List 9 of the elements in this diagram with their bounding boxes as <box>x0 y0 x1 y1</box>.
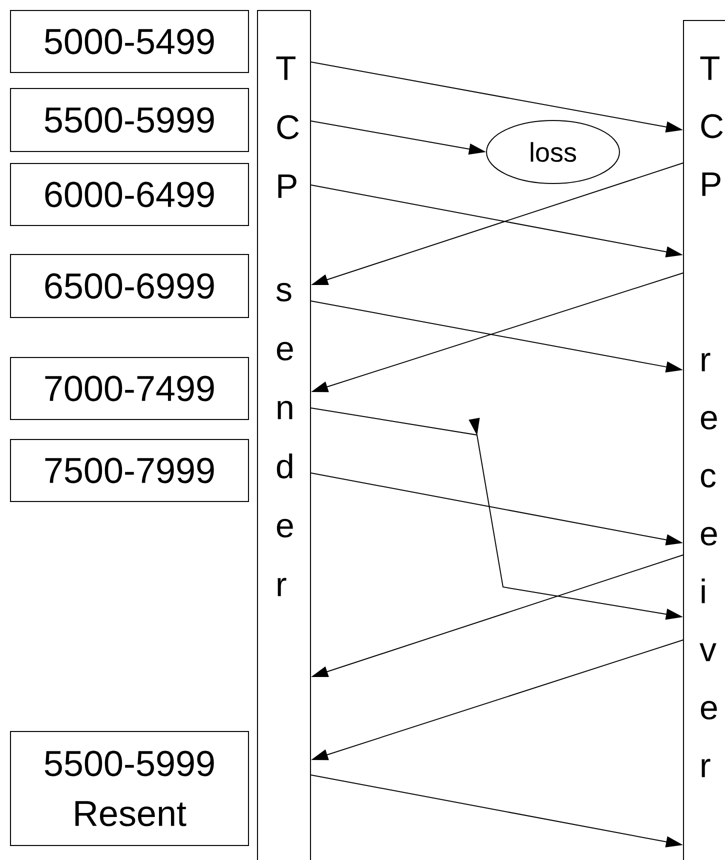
range-box: 5500-5999 <box>10 88 249 152</box>
lifeline-bar: T C P r e c e i v e r <box>683 20 725 860</box>
range-box: 6000-6499 <box>10 163 249 226</box>
lifeline-bar: T C P s e n d e r <box>257 10 311 860</box>
range-box: 5500-5999 Resent <box>10 731 249 846</box>
range-box: 6500-6999 <box>10 254 249 318</box>
range-box: 7000-7499 <box>10 357 249 420</box>
range-box: 7500-7999 <box>10 439 249 502</box>
range-box: 5000-5499 <box>10 10 249 73</box>
